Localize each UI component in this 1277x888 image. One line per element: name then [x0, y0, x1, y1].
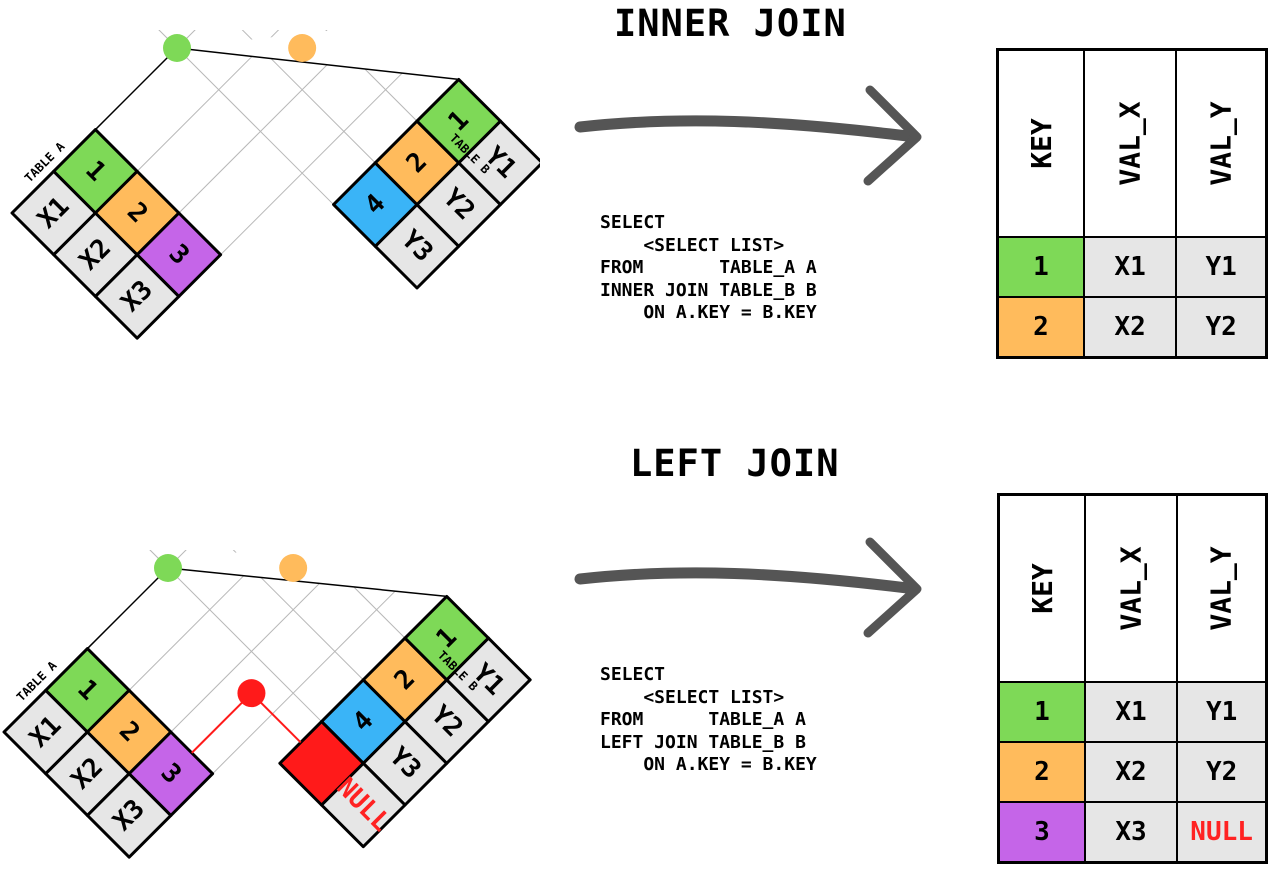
val-y-null-cell: NULL: [1176, 801, 1268, 864]
val-x-cell: X3: [1083, 801, 1179, 864]
val-x-cell: X1: [1082, 236, 1178, 298]
table-header-row: KEY VAL_X VAL_Y: [997, 493, 1268, 683]
key-cell: 1: [997, 681, 1086, 743]
table-row: 1 X1 Y1: [997, 681, 1268, 743]
sql-line: INNER JOIN TABLE_B B: [600, 279, 817, 301]
match-dot-key-2: [288, 34, 317, 62]
wedge-edge: [86, 567, 169, 650]
mask-area: [0, 0, 540, 30]
key-cell: 2: [996, 296, 1085, 359]
left-arrow-icon: [574, 537, 922, 638]
grid-line: [136, 0, 310, 172]
val-y-cell: Y1: [1176, 681, 1268, 743]
sql-line: FROM TABLE_A A: [600, 709, 806, 730]
val-x-cell: X2: [1083, 741, 1179, 803]
sql-line: <SELECT LIST>: [600, 686, 785, 708]
inner-arrow-icon: [574, 85, 922, 186]
val-y-cell: Y2: [1175, 296, 1268, 359]
wedge-edge: [167, 567, 447, 598]
key-cell: 1: [996, 236, 1085, 298]
sql-line: SELECT: [600, 212, 666, 233]
header-val-x: VAL_X: [1113, 101, 1147, 186]
match-dot-key-1: [163, 34, 191, 62]
header-val-y: VAL_Y: [1204, 101, 1238, 186]
header-val-x: VAL_X: [1114, 546, 1148, 631]
table-row: 1 X1 Y1: [996, 236, 1268, 298]
wedge-edge: [176, 47, 459, 81]
table-row: 2 X2 Y2: [996, 296, 1268, 359]
grid-line: [211, 0, 376, 164]
sql-line: SELECT: [600, 664, 666, 685]
left-join-title: LEFT JOIN: [630, 442, 840, 485]
mask-area: [0, 470, 560, 550]
match-dot-key-2: [279, 554, 308, 582]
header-key: KEY: [1025, 563, 1059, 614]
val-x-cell: X2: [1082, 296, 1178, 359]
key-cell: 3: [997, 801, 1086, 864]
inner-join-title: INNER JOIN: [614, 2, 847, 45]
inner-join-sql: SELECT <SELECT LIST> FROM TABLE_A A INNE…: [600, 212, 817, 325]
match-dot-null: [237, 679, 266, 708]
null-link-line: [191, 692, 253, 754]
left-result-table: KEY VAL_X VAL_Y 1 X1 Y1 2 X2 Y2 3 X3 NUL…: [997, 493, 1268, 864]
inner-result-table: KEY VAL_X VAL_Y 1 X1 Y1 2 X2 Y2: [996, 48, 1268, 359]
sql-line: <SELECT LIST>: [600, 234, 785, 256]
grid-line: [152, 470, 364, 681]
table-b-key-cell: [415, 77, 502, 165]
grid-line: [128, 0, 334, 205]
table-a-key-cell: [135, 211, 223, 298]
sql-line: ON A.KEY = B.KEY: [600, 754, 817, 775]
header-key: KEY: [1024, 118, 1058, 169]
val-x-cell: X1: [1083, 681, 1179, 743]
key-cell: 2: [997, 741, 1086, 803]
val-y-cell: Y2: [1176, 741, 1268, 803]
wedge-edge: [94, 47, 178, 131]
table-b-key-cell: [403, 594, 490, 682]
sql-line: LEFT JOIN TABLE_B B: [600, 731, 806, 753]
sql-line: FROM TABLE_A A: [600, 257, 817, 278]
table-row: 3 X3 NULL: [997, 801, 1268, 864]
match-dot-key-1: [154, 554, 182, 582]
left-join-sql: SELECT <SELECT LIST> FROM TABLE_A A LEFT…: [600, 664, 817, 777]
table-row: 2 X2 Y2: [997, 741, 1268, 803]
sql-line: ON A.KEY = B.KEY: [600, 302, 817, 323]
table-header-row: KEY VAL_X VAL_Y: [996, 48, 1268, 238]
val-y-cell: Y1: [1175, 236, 1268, 298]
mask-area: [0, 0, 177, 130]
header-val-y: VAL_Y: [1205, 546, 1239, 631]
